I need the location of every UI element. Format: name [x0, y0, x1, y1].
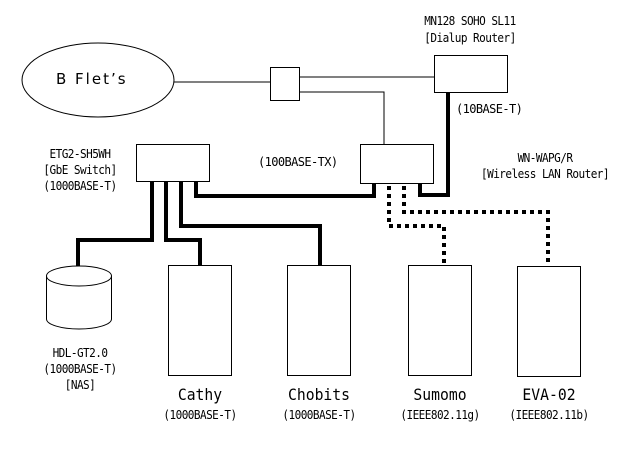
cathy-box — [168, 265, 232, 376]
splitter-box — [270, 67, 300, 101]
link-splitter-wireless — [299, 91, 385, 145]
link-wireless-eva02 — [402, 186, 550, 266]
wireless-router-box — [360, 144, 434, 184]
dialup-router-port: (10BASE-T) — [456, 102, 523, 116]
internet-ellipse — [21, 42, 175, 118]
eva02-name: EVA-02 — [522, 385, 576, 404]
switch-box — [136, 144, 210, 182]
cathy-name: Cathy — [177, 385, 223, 404]
link-switch-nas — [76, 181, 154, 268]
nas-name: HDL-GT2.0 — [52, 346, 108, 360]
dialup-router-role: [Dialup Router] — [424, 31, 516, 45]
internet-label: B Flet’s — [56, 70, 128, 88]
link-switch-wireless — [194, 181, 376, 198]
sumomo-name: Sumomo — [413, 385, 467, 404]
chobits-name: Chobits — [287, 385, 351, 404]
nas-port: (1000BASE-T) — [43, 362, 117, 376]
dialup-router-box — [434, 55, 508, 93]
chobits-box — [287, 265, 351, 376]
wireless-router-name: WN-WAPG/R — [517, 151, 573, 165]
chobits-port: (1000BASE-T) — [282, 408, 356, 422]
dialup-router-name: MN128 SOHO SL11 — [424, 14, 516, 28]
switch-port: (1000BASE-T) — [43, 179, 117, 193]
switch-role: [GbE Switch] — [43, 163, 117, 177]
sumomo-box — [408, 265, 472, 376]
eva02-port: (IEEE802.11b) — [509, 408, 589, 422]
nas-role: [NAS] — [64, 378, 96, 392]
link-switch-cathy — [164, 181, 202, 265]
link-wireless-sumomo — [387, 186, 446, 265]
cathy-port: (1000BASE-T) — [163, 408, 237, 422]
wireless-router-port: (100BASE-TX) — [258, 155, 338, 169]
eva02-box — [517, 266, 581, 377]
switch-name: ETG2-SH5WH — [49, 147, 112, 161]
link-switch-chobits — [179, 181, 322, 265]
sumomo-port: (IEEE802.11g) — [400, 408, 480, 422]
wireless-router-role: [Wireless LAN Router] — [481, 167, 610, 181]
nas-cylinder — [46, 265, 112, 330]
link-dialup-wireless — [418, 92, 450, 197]
